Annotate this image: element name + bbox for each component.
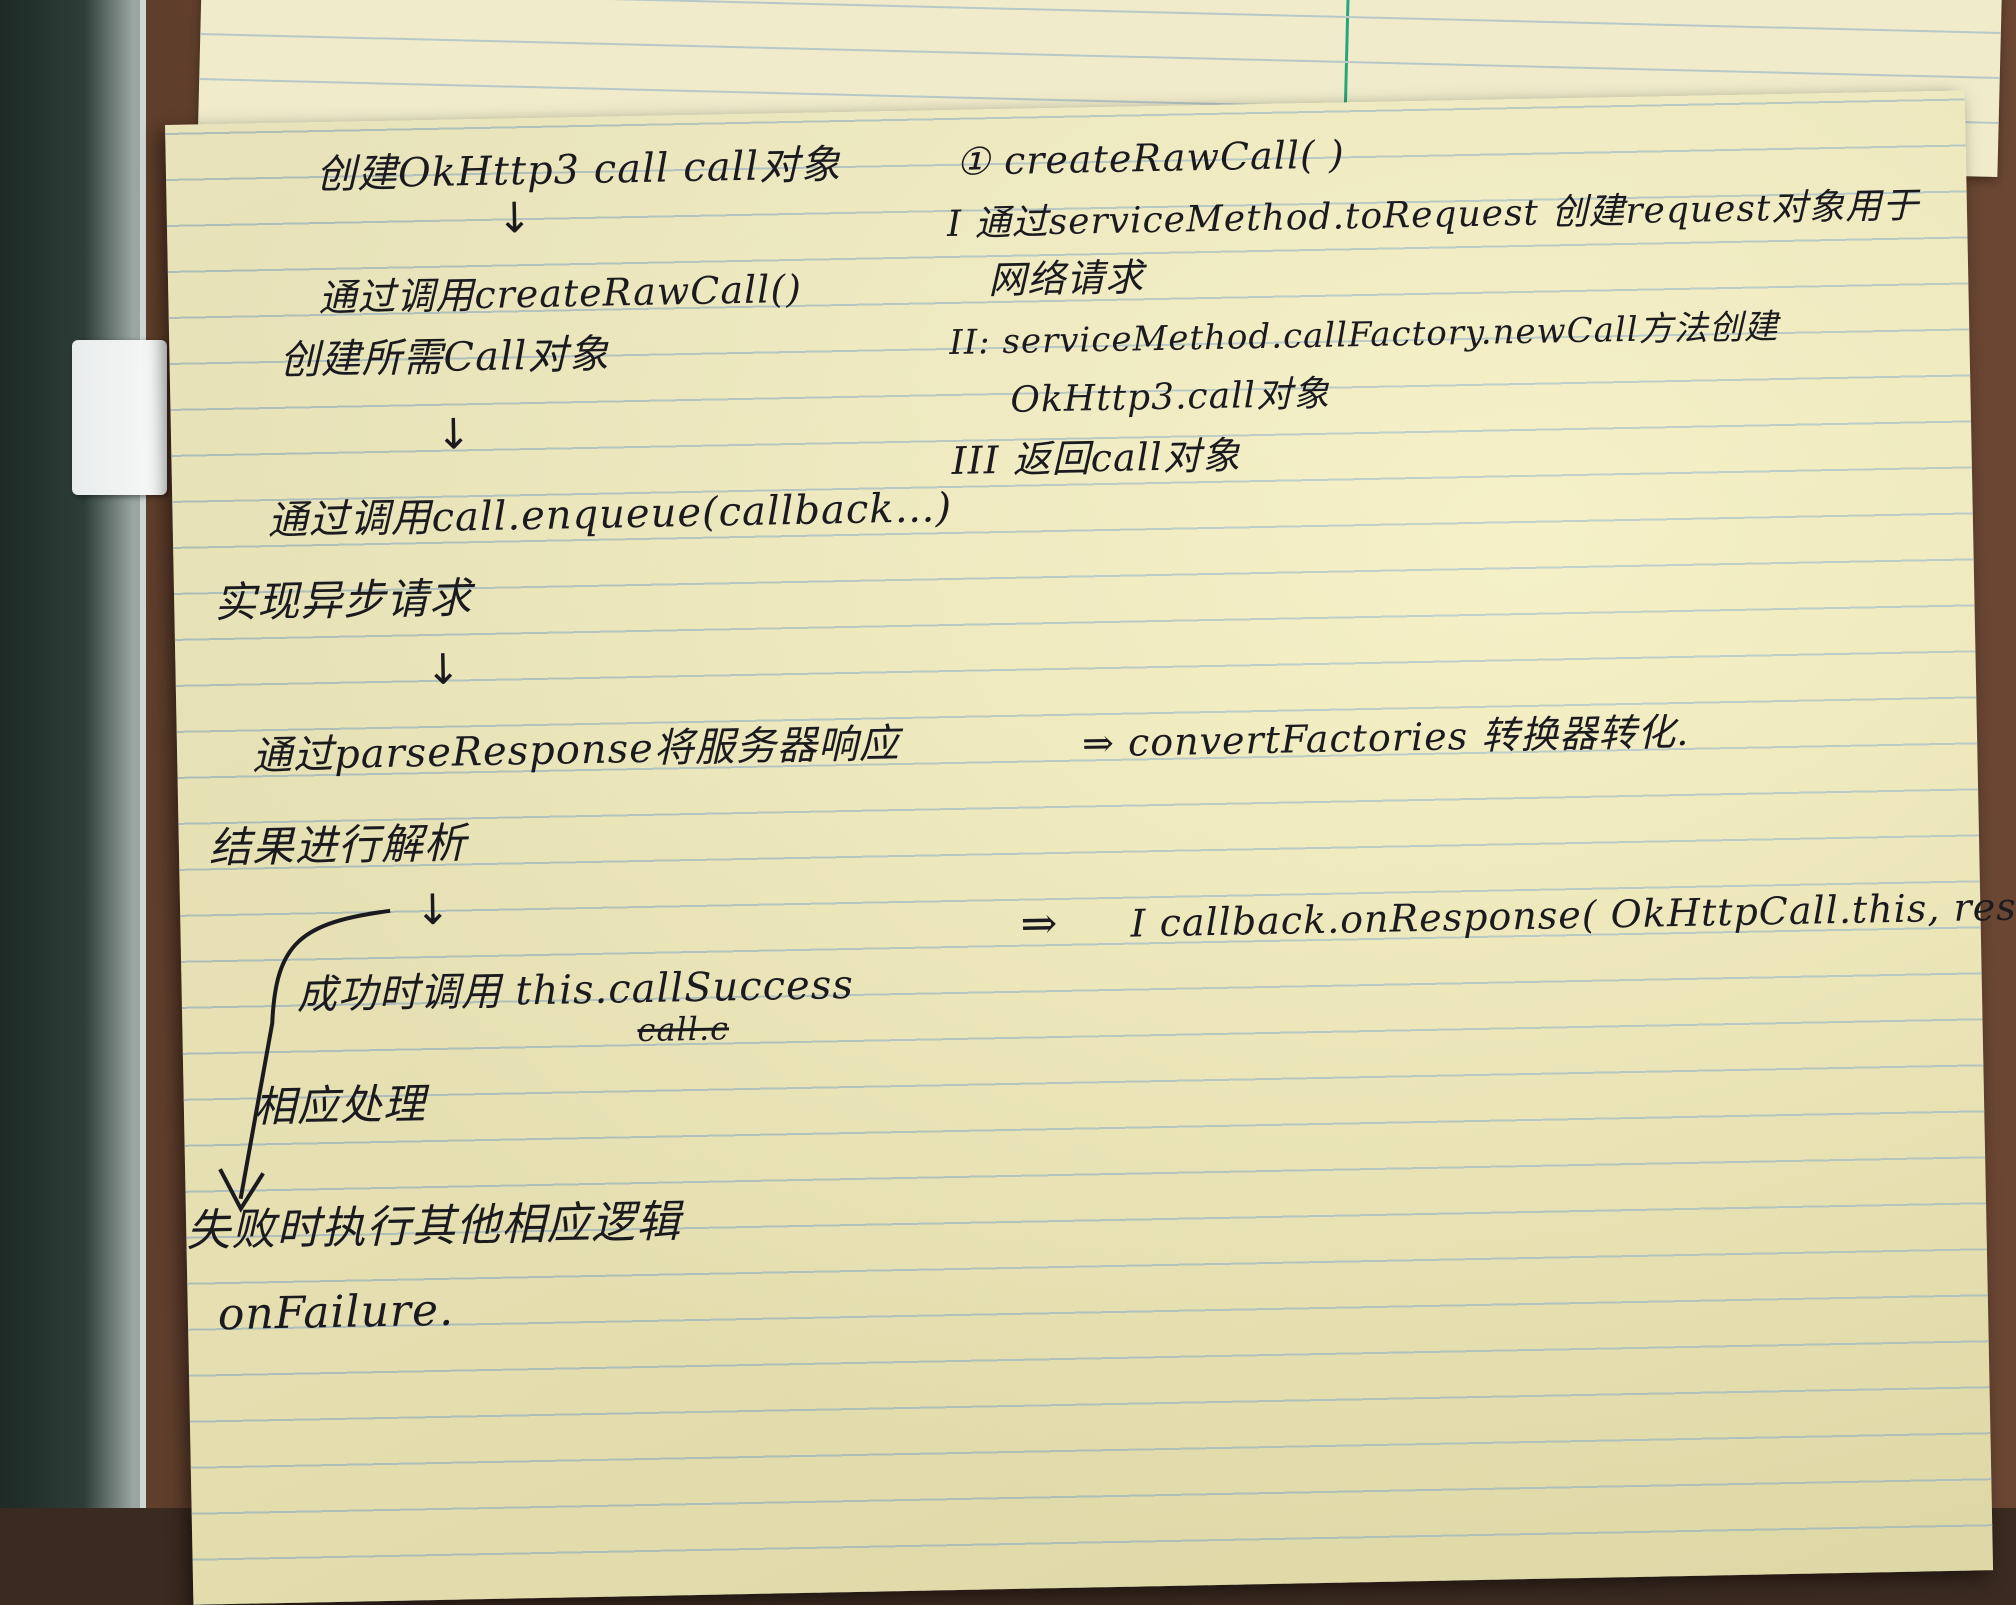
- note-success-detail: I callback.onResponse( OkHttpCall.this, …: [1130, 881, 2016, 946]
- phone-clip: [72, 340, 167, 495]
- note-success-arrow: ⇒: [1020, 898, 1059, 950]
- note-right-4: II: serviceMethod.callFactory.newCall方法创…: [948, 307, 1779, 363]
- ruled-line: [200, 33, 2000, 79]
- note-right-1: ① createRawCall( ): [955, 132, 1346, 184]
- note-right-5: OkHttp3.call对象: [1010, 373, 1331, 421]
- note-right-3: 网络请求: [987, 255, 1145, 303]
- phone-device: [0, 0, 146, 1508]
- note-right-2: I 通过serviceMethod.toRequest 创建request对象用…: [946, 185, 1920, 246]
- note-convert: ⇒ convertFactories 转换器转化.: [1081, 709, 1690, 766]
- loop-arrow-icon: [218, 908, 391, 1213]
- note-right-6: III 返回call对象: [951, 433, 1242, 483]
- notebook-page: 创建OkHttp3 call call对象 ↓ 通过调用createRawCal…: [165, 90, 2016, 1605]
- ruled-line: [201, 0, 2001, 35]
